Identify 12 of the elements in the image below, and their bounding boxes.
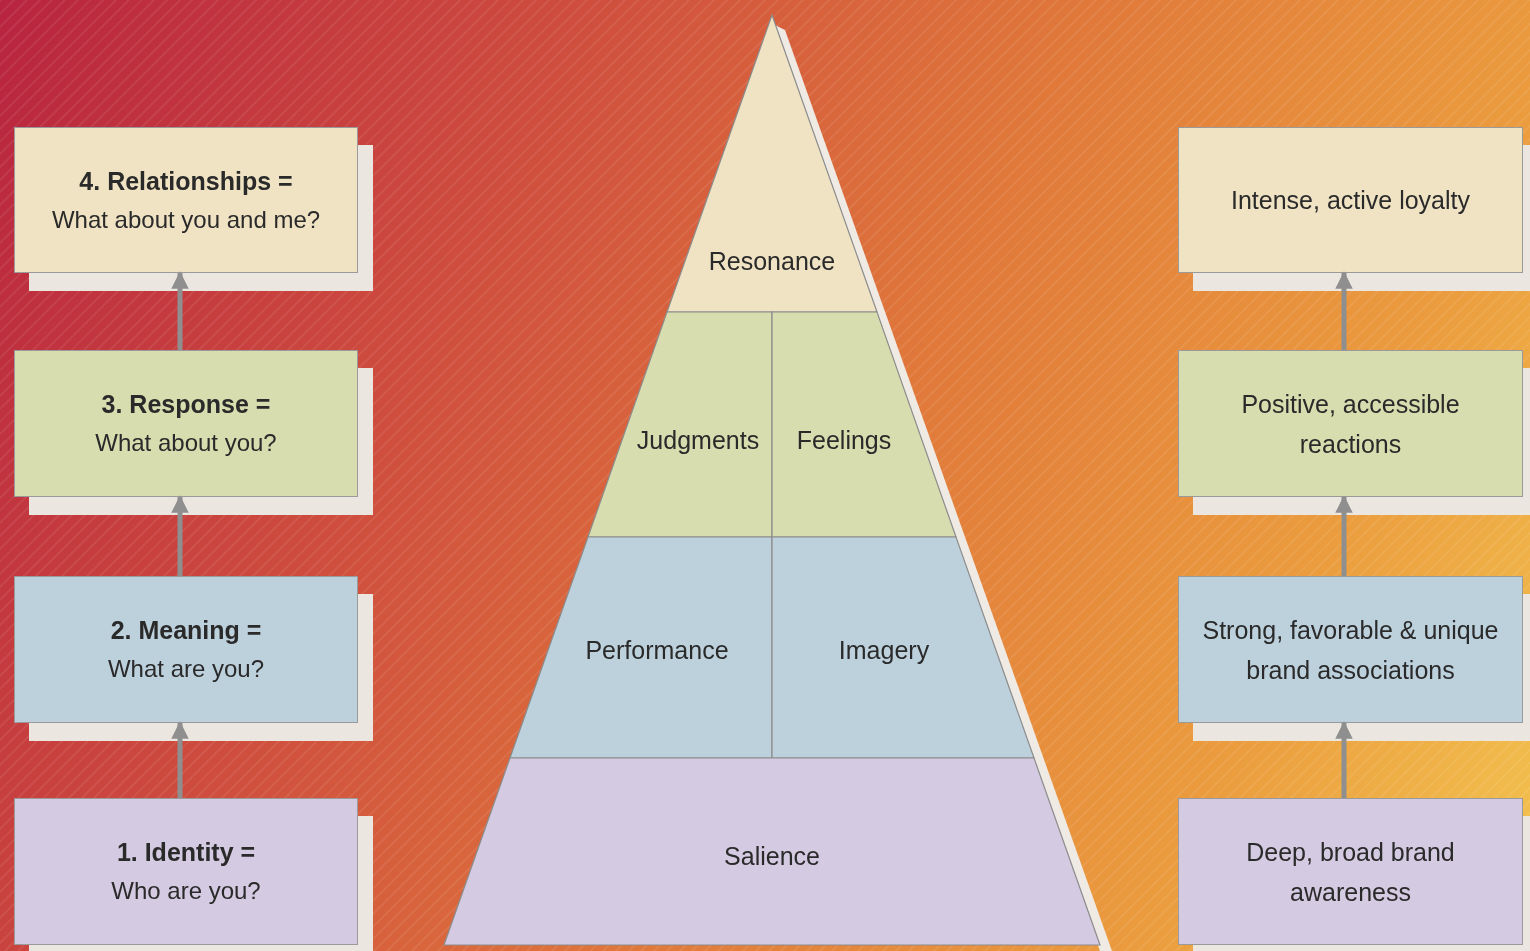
level-label: Salience bbox=[724, 841, 820, 871]
arrow bbox=[1335, 495, 1353, 576]
level-label: Resonance bbox=[708, 246, 836, 276]
level-label: Judgments bbox=[636, 425, 760, 455]
arrow bbox=[1335, 721, 1353, 798]
arrow bbox=[171, 495, 189, 576]
level-label: Imagery bbox=[838, 635, 930, 665]
level-label: Performance bbox=[585, 635, 729, 665]
arrow bbox=[171, 271, 189, 350]
level-label: Feelings bbox=[796, 425, 892, 455]
arrow bbox=[171, 721, 189, 798]
arrow bbox=[1335, 271, 1353, 350]
